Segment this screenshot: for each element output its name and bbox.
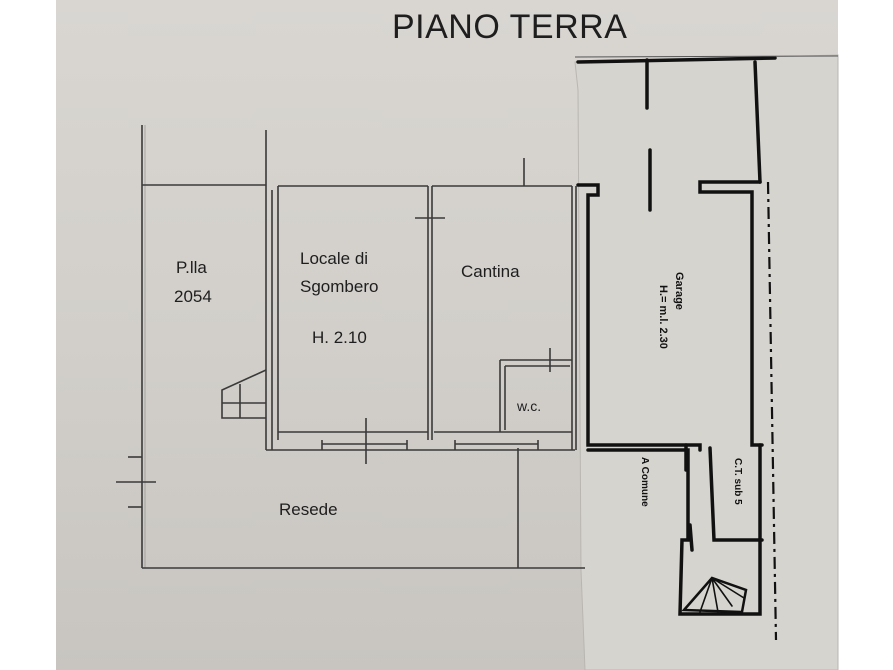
cellar-label: Cantina [461, 262, 520, 281]
garage-height-label: H.= m.l. 2.30 [657, 285, 669, 349]
storage-label-line1: Locale di [300, 249, 369, 268]
garage-label: Garage [673, 272, 685, 310]
property-boundary [766, 181, 778, 641]
parcel-label-line1: P.lla [176, 258, 207, 277]
wc-label: w.c. [517, 398, 542, 414]
left-plan-walls [116, 125, 585, 569]
storage-label-line2: Sgombero [300, 277, 379, 296]
garage-walls [576, 56, 777, 616]
storage-height-label: H. 2.10 [312, 328, 367, 347]
common-area-label: A Comune [639, 457, 650, 507]
garage-sheet [574, 54, 839, 670]
parcel-label-line2: 2054 [174, 287, 212, 306]
plan-title: PIANO TERRA [392, 8, 628, 46]
yard-label: Resede [279, 500, 338, 519]
boiler-room-label: C.T. sub 5 [732, 458, 743, 505]
